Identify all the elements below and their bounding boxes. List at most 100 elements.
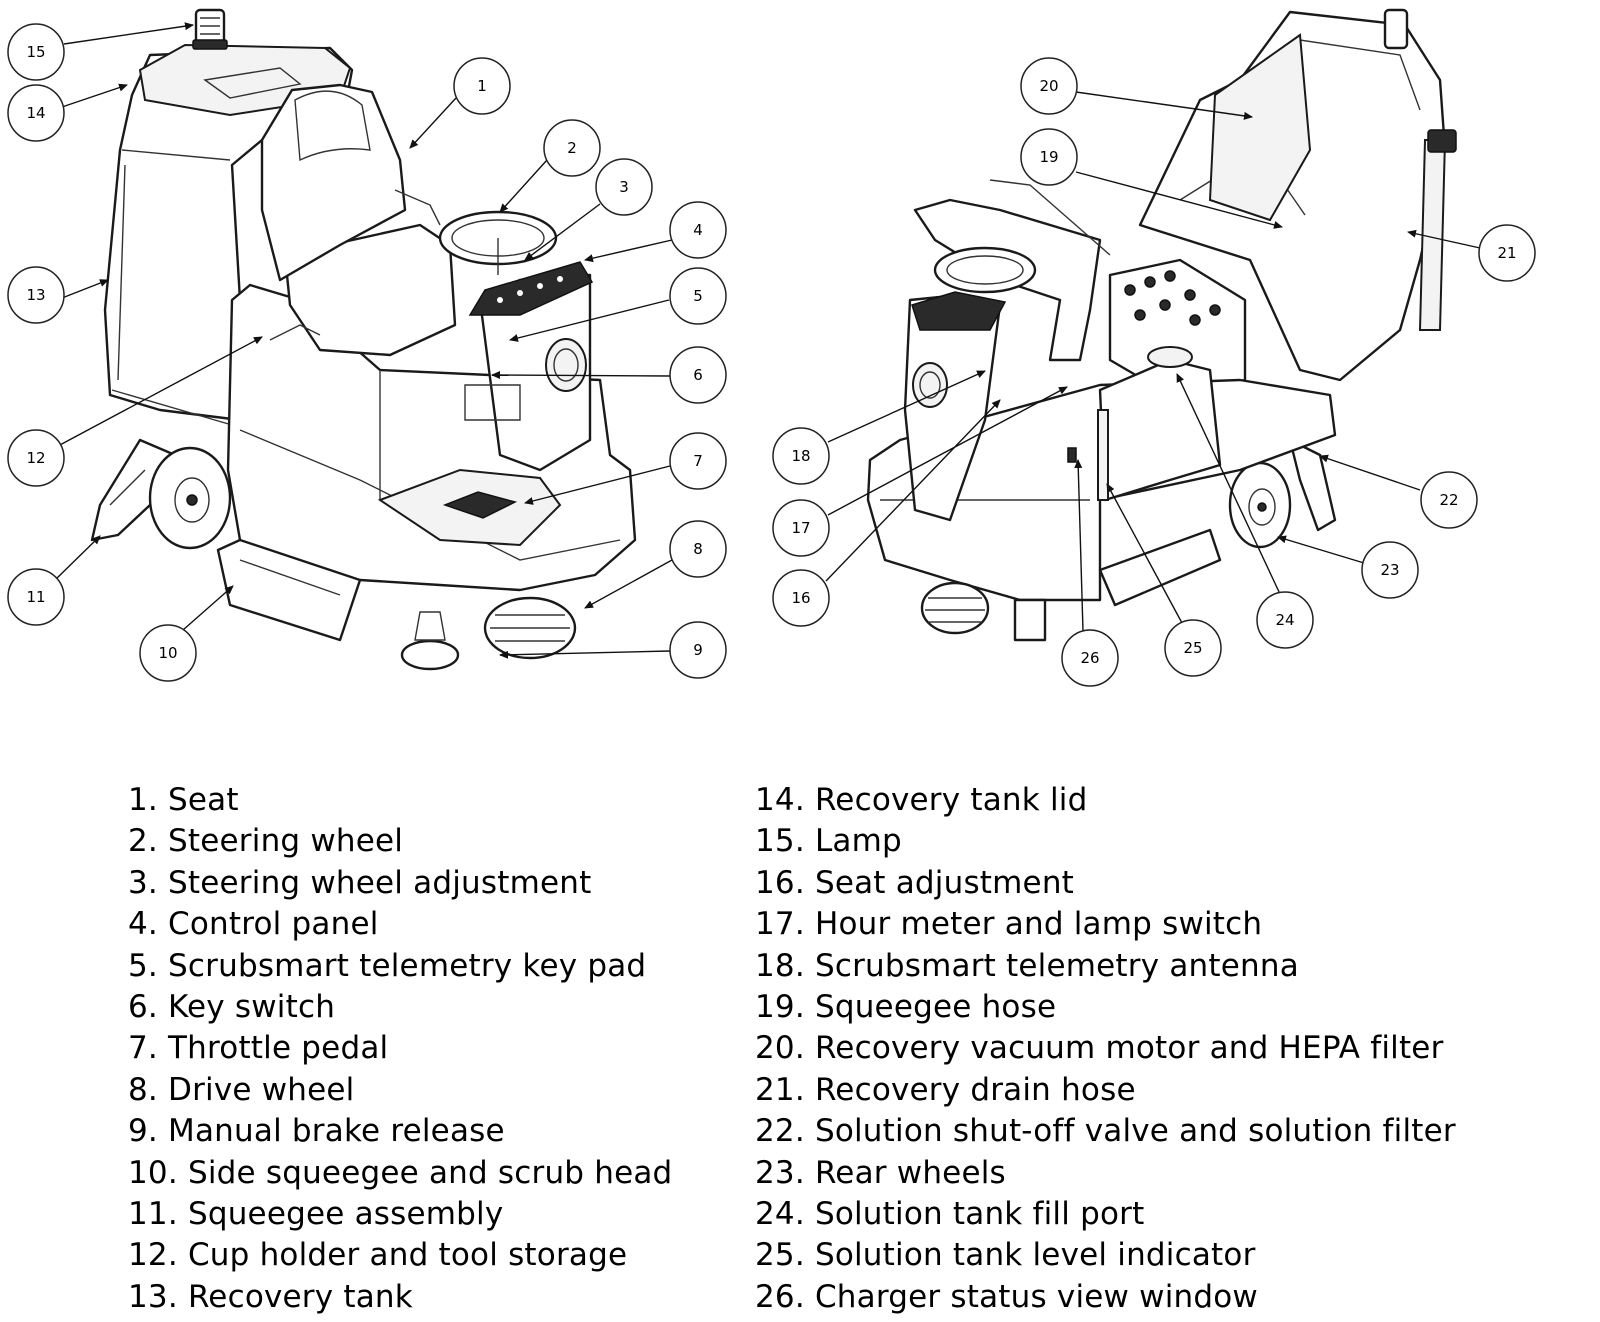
legend-item: 24. Solution tank fill port [755, 1196, 1145, 1233]
legend-item: 9. Manual brake release [128, 1113, 505, 1150]
legend-item: 18. Scrubsmart telemetry antenna [755, 947, 1299, 984]
callout-circle [669, 432, 727, 490]
callout-number: 26 [1080, 649, 1099, 667]
steering-wheel-rear [933, 246, 1037, 294]
hepa-panel [1208, 33, 1312, 222]
callout-20: 20 [1020, 57, 1078, 115]
battery-terminals [1124, 270, 1221, 326]
caster-wheel [400, 639, 460, 671]
callout-9: 9 [669, 621, 727, 679]
callout-circle [1061, 629, 1119, 687]
callout-10: 10 [139, 624, 197, 682]
callout-circle [669, 621, 727, 679]
callout-number: 20 [1039, 77, 1058, 95]
callout-number: 22 [1439, 491, 1458, 509]
legend-left: 1. Seat 2. Steering wheel 3. Steering wh… [128, 780, 672, 1318]
callout-16: 16 [772, 569, 830, 627]
callout-25: 25 [1164, 619, 1222, 677]
legend-item: 20. Recovery vacuum motor and HEPA filte… [755, 1030, 1444, 1067]
rear-squeegee-wing [1288, 438, 1337, 532]
legend-item: 17. Hour meter and lamp switch [755, 906, 1263, 943]
key-switch-ring [545, 338, 587, 392]
legend-item: 8. Drive wheel [128, 1071, 355, 1108]
leader-lines [54, 22, 1481, 659]
legend-item: 5. Scrubsmart telemetry key pad [128, 947, 647, 984]
callout-number: 11 [26, 588, 45, 606]
legend-item: 2. Steering wheel [128, 823, 404, 860]
throttle-pedal [442, 491, 518, 519]
legend-item: 15. Lamp [755, 823, 902, 860]
callout-number: 7 [693, 452, 703, 470]
legend-item: 19. Squeegee hose [755, 989, 1057, 1026]
callout-number: 16 [791, 589, 810, 607]
callout-circle [1020, 57, 1078, 115]
callout-circle [139, 624, 197, 682]
callout-circle [1361, 541, 1419, 599]
legend-item: 4. Control panel [128, 906, 379, 943]
legend-item: 10. Side squeegee and scrub head [128, 1154, 673, 1191]
callout-12: 12 [7, 429, 65, 487]
callout-number: 8 [693, 540, 703, 558]
callout-26: 26 [1061, 629, 1119, 687]
callout-23: 23 [1361, 541, 1419, 599]
callout-4: 4 [669, 201, 727, 259]
callout-number: 15 [26, 43, 45, 61]
legend-item: 26. Charger status view window [755, 1278, 1258, 1315]
callout-number: 21 [1497, 244, 1516, 262]
callout-circle [7, 568, 65, 626]
callout-2: 2 [543, 119, 601, 177]
callout-14: 14 [7, 84, 65, 142]
callout-number: 4 [693, 221, 703, 239]
callout-circle [669, 267, 727, 325]
callout-number: 12 [26, 449, 45, 467]
callout-number: 6 [693, 366, 703, 384]
legend-right: 14. Recovery tank lid 15. Lamp 16. Seat … [755, 780, 1456, 1318]
callout-number: 10 [158, 644, 177, 662]
callout-circle [772, 499, 830, 557]
callout-circle [1478, 224, 1536, 282]
callout-circle [595, 158, 653, 216]
callout-number: 23 [1380, 561, 1399, 579]
charger-window [1067, 447, 1077, 463]
callout-17: 17 [772, 499, 830, 557]
callout-15: 15 [7, 23, 65, 81]
machine-rear-view [866, 8, 1457, 642]
callout-circle [453, 57, 511, 115]
callout-number: 1 [477, 77, 487, 95]
legend-item: 25. Solution tank level indicator [755, 1237, 1256, 1274]
callout-24: 24 [1256, 591, 1314, 649]
callout-circle [772, 569, 830, 627]
callout-1: 1 [453, 57, 511, 115]
callout-circle [7, 429, 65, 487]
callout-5: 5 [669, 267, 727, 325]
callout-number: 18 [791, 447, 810, 465]
level-indicator [1097, 409, 1109, 501]
machine-front-view [90, 8, 637, 671]
legend-item: 16. Seat adjustment [755, 864, 1075, 901]
side-squeegee-rear [1098, 528, 1222, 607]
legend-item: 11. Squeegee assembly [128, 1196, 504, 1233]
legend-item: 6. Key switch [128, 989, 336, 1026]
callout-number: 25 [1183, 639, 1202, 657]
callout-number: 14 [26, 104, 45, 122]
callout-circle [1164, 619, 1222, 677]
callout-21: 21 [1478, 224, 1536, 282]
legend-item: 23. Rear wheels [755, 1154, 1006, 1191]
callout-3: 3 [595, 158, 653, 216]
lamp-rear [1383, 8, 1409, 50]
callout-number: 13 [26, 286, 45, 304]
caster-rear [1013, 598, 1047, 642]
callout-circle [7, 23, 65, 81]
callout-number: 3 [619, 178, 629, 196]
machine-parts-diagram: 1234567891011121314151617181920212223242… [7, 8, 1536, 687]
callouts: 1234567891011121314151617181920212223242… [7, 23, 1536, 687]
callout-circle [669, 201, 727, 259]
lamp [194, 8, 226, 46]
callout-number: 9 [693, 641, 703, 659]
callout-circle [7, 266, 65, 324]
callout-circle [772, 427, 830, 485]
legend-item: 22. Solution shut-off valve and solution… [755, 1113, 1456, 1150]
callout-number: 2 [567, 139, 577, 157]
legend-item: 7. Throttle pedal [128, 1030, 389, 1067]
legend-item: 3. Steering wheel adjustment [128, 864, 592, 901]
